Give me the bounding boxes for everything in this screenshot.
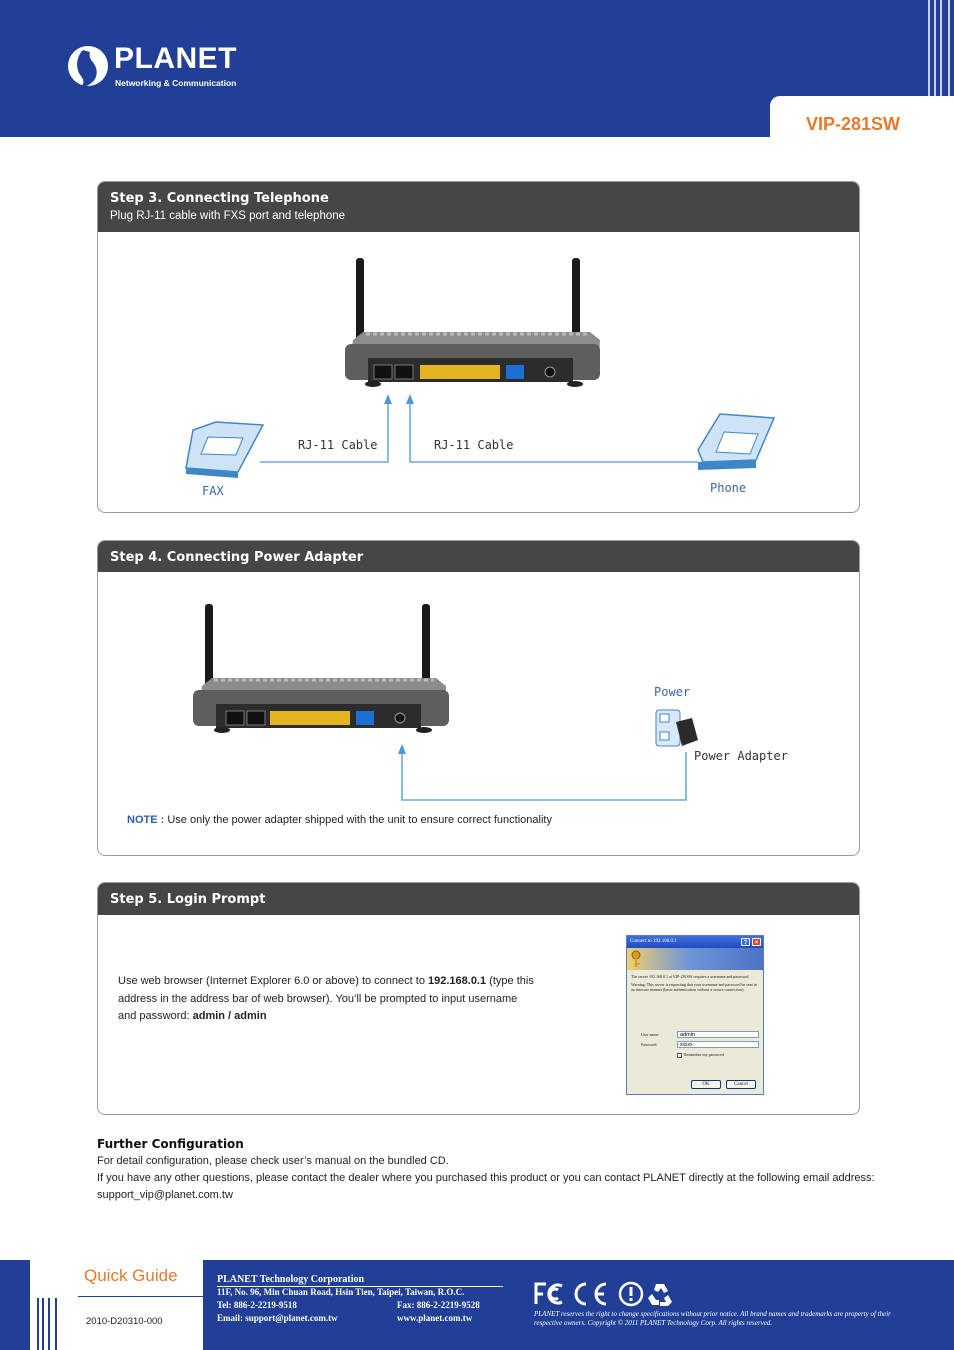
further-title: Further Configuration <box>97 1137 244 1151</box>
dialog-titlebar: Connect to 192.168.0.1 ? × <box>627 936 763 948</box>
planet-globe-icon <box>68 46 108 88</box>
remember-label: Remember my password <box>684 1052 724 1057</box>
ce-icon <box>574 1282 607 1306</box>
router-illustration <box>193 604 449 733</box>
help-icon[interactable]: ? <box>741 938 750 946</box>
fax-icon <box>185 421 265 478</box>
further-line-2: If you have any other questions, please … <box>97 1172 875 1201</box>
power-outlet-icon <box>655 709 698 747</box>
login-credentials: admin / admin <box>192 1010 267 1022</box>
password-field[interactable]: xxxxx <box>677 1041 759 1048</box>
model-tab: VIP-281SW <box>770 96 954 142</box>
planet-logo: PLANET Networking & Communication <box>66 42 246 92</box>
corporate-info: PLANET Technology Corporation 11F, No. 9… <box>217 1273 464 1325</box>
login-text-2: (type this address in the address bar of… <box>118 975 534 1022</box>
legal-notice: PLANET reserves the right to change spec… <box>534 1310 891 1327</box>
page-header: PLANET Networking & Communication <box>0 0 954 136</box>
password-label: Password: <box>641 1042 658 1047</box>
keys-icon <box>631 950 641 967</box>
username-field[interactable]: admin <box>677 1031 759 1038</box>
power-diagram <box>193 604 698 801</box>
close-icon[interactable]: × <box>752 938 761 946</box>
further-configuration: Further Configuration For detail configu… <box>97 1137 887 1204</box>
warning-icon <box>618 1281 644 1307</box>
login-text-1: Use web browser (Internet Explorer 6.0 o… <box>118 975 428 987</box>
corp-web[interactable]: www.planet.com.tw <box>397 1313 473 1323</box>
brand-name: PLANET <box>114 42 237 75</box>
power-label: Power <box>654 685 691 699</box>
corp-fax: Fax: 886-2-2219-9528 <box>397 1300 480 1310</box>
fcc-icon <box>534 1282 563 1305</box>
recycle-icon <box>648 1284 672 1306</box>
document-code: 2010-D20310-000 <box>86 1316 163 1327</box>
dialog-banner <box>627 948 763 970</box>
step4-header: Step 4. Connecting Power Adapter <box>98 541 859 572</box>
brand-tagline: Networking & Communication <box>115 78 237 88</box>
step5-panel: Step 5. Login Prompt Use web browser (In… <box>97 882 860 1115</box>
header-rule <box>0 136 770 137</box>
phone-label: Phone <box>710 481 747 495</box>
further-line-1: For detail configuration, please check u… <box>97 1155 449 1167</box>
dialog-warning-text: Warning: This server is requesting that … <box>631 982 757 992</box>
login-instructions: Use web browser (Internet Explorer 6.0 o… <box>118 973 538 1026</box>
fax-label: FAX <box>202 484 224 498</box>
step5-header: Step 5. Login Prompt <box>98 883 859 915</box>
step3-title: Step 3. Connecting Telephone <box>110 191 329 206</box>
ok-button[interactable]: OK <box>691 1080 721 1089</box>
corp-email: Email: support@planet.com.tw <box>217 1313 338 1323</box>
dialog-message: The server 192.168.0.1 at VIP-281SW requ… <box>627 970 763 992</box>
certification-icons <box>534 1281 672 1307</box>
corp-name: PLANET Technology Corporation <box>217 1274 365 1285</box>
login-dialog: Connect to 192.168.0.1 ? × The server 19… <box>626 935 764 1095</box>
cable-right-label: RJ-11 Cable <box>434 438 514 452</box>
note-label: NOTE : <box>127 814 165 826</box>
phone-icon <box>697 413 776 470</box>
quick-guide-label: Quick Guide <box>84 1266 178 1285</box>
note-text: Use only the power adapter shipped with … <box>164 814 552 826</box>
cable-left-label: RJ-11 Cable <box>298 438 378 452</box>
step4-title: Step 4. Connecting Power Adapter <box>110 550 364 565</box>
remember-password-checkbox[interactable]: Remember my password <box>677 1052 724 1058</box>
model-name: VIP-281SW <box>806 114 901 134</box>
corp-rule <box>217 1286 503 1287</box>
step4-panel: Step 4. Connecting Power Adapter Power <box>97 540 860 856</box>
username-label: User name: <box>641 1032 660 1037</box>
quick-guide-rule <box>78 1296 203 1297</box>
footer-left-panel <box>30 1260 203 1350</box>
dialog-title: Connect to 192.168.0.1 <box>630 939 677 944</box>
step5-title: Step 5. Login Prompt <box>110 892 266 907</box>
step3-panel: Step 3. Connecting Telephone Plug RJ-11 … <box>97 181 860 513</box>
router-illustration <box>345 258 600 387</box>
step3-header: Step 3. Connecting Telephone Plug RJ-11 … <box>98 182 859 232</box>
power-note: NOTE : Use only the power adapter shippe… <box>127 814 552 826</box>
corp-address: 11F, No. 96, Min Chuan Road, Hsin Tien, … <box>217 1287 465 1297</box>
corp-tel: Tel: 886-2-2219-9518 <box>217 1300 297 1310</box>
login-ip: 192.168.0.1 <box>428 975 487 987</box>
power-adapter-label: Power Adapter <box>694 749 788 763</box>
cancel-button[interactable]: Cancel <box>726 1080 756 1089</box>
step3-subtitle: Plug RJ-11 cable with FXS port and telep… <box>110 210 346 222</box>
header-stripes <box>924 0 954 96</box>
telephone-diagram <box>185 258 776 478</box>
checkbox-icon[interactable] <box>677 1052 682 1058</box>
dialog-server-text: The server 192.168.0.1 at VIP-281SW requ… <box>631 974 750 979</box>
